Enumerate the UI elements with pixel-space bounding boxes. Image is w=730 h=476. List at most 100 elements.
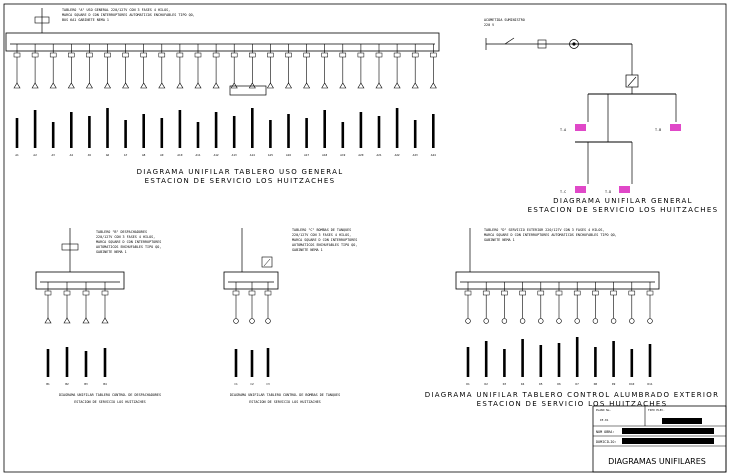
load-symbol <box>393 82 401 89</box>
lamp-icon <box>465 318 471 324</box>
load-bar <box>106 108 109 148</box>
load-bar <box>539 345 543 377</box>
load-bar <box>142 114 145 148</box>
panel-a-enclosure <box>5 32 440 52</box>
circuit-label: A7 <box>124 153 128 157</box>
note-line-5: GABINETE NEMA 1 <box>96 250 127 254</box>
obra-label: NOM OBRA: <box>596 430 614 434</box>
load-bar <box>88 116 91 148</box>
load-bar <box>250 350 254 377</box>
despachadores-diagram: TABLERO "B" DESPACHADORES 220/127V CON 3… <box>35 228 161 404</box>
supply-label: ACOMETIDA SUMINISTRO <box>484 18 525 22</box>
breaker-box <box>61 243 79 251</box>
note-line-1: TABLERO "D" SERVICIO EXTERIOR 220/127V C… <box>484 228 604 232</box>
plano-label: PLANO No. <box>596 408 611 412</box>
load-bar <box>359 112 363 148</box>
load-bar <box>178 110 182 148</box>
tablero-b-notes: TABLERO "B" DESPACHADORES 220/127V CON 3… <box>96 230 161 254</box>
circuit-label: A18 <box>322 153 327 157</box>
note-line-3: MARCA SQUARE D CON INTERRUPTORES <box>292 238 357 242</box>
fuse-block <box>537 39 547 49</box>
note-line-4: AUTOMATICOS ENCHUFABLES TIPO QO, <box>96 245 161 249</box>
supply-voltage: 220 V <box>484 23 494 27</box>
load-symbol <box>140 82 148 89</box>
alumbrado-diagram: TABLERO "D" SERVICIO EXTERIOR 220/127V C… <box>425 228 720 408</box>
tablero-tb: T.B <box>655 124 681 132</box>
circuit-label: D8 <box>594 382 598 386</box>
circuit-label: A13 <box>232 153 237 157</box>
domicilio-redaction <box>622 438 714 444</box>
load-symbol <box>411 82 419 89</box>
alumbrado-subtitle: ESTACION DE SERVICIO LOS HUITZACHES <box>477 400 668 408</box>
load-bar <box>413 120 417 148</box>
tablero-ta: T.A <box>560 124 586 132</box>
circuit-label: A12 <box>214 153 219 157</box>
alumbrado-title: DIAGRAMA UNIFILAR TABLERO CONTROL ALUMBR… <box>425 391 720 399</box>
note-line-4: AUTOMATICOS ENCHUFABLES TIPO QO, <box>292 243 357 247</box>
load-bar <box>521 339 524 377</box>
circuit-label: D9 <box>612 382 616 386</box>
circuit-label: A3 <box>52 153 56 157</box>
panel-b-branch-circuits <box>44 282 109 324</box>
lamp-icon <box>647 318 653 324</box>
circuit-label: A5 <box>88 153 92 157</box>
unifilar-general-subtitle: ESTACION DE SERVICIO LOS HUITZACHES <box>528 206 719 214</box>
load-bar <box>377 116 381 148</box>
load-bar <box>234 349 238 377</box>
tablero-ta-label: T.A <box>560 128 566 132</box>
note-line-2: 220/127V CON 3 FASES 4 HILOS, <box>292 233 351 237</box>
lamp-icon <box>592 318 599 324</box>
circuit-label: D10 <box>629 382 634 386</box>
circuit-label: A22 <box>395 153 400 157</box>
load-symbol <box>158 82 166 89</box>
load-bar <box>341 122 345 148</box>
circuit-label: A2 <box>33 153 37 157</box>
lamp-icon <box>519 318 526 324</box>
load-bar <box>630 349 634 377</box>
load-bar <box>196 122 200 148</box>
circuit-label: A1 <box>15 153 19 157</box>
circuit-label: A17 <box>304 153 309 157</box>
load-symbol <box>13 82 21 89</box>
circuit-label: A8 <box>142 153 146 157</box>
load-symbol <box>63 317 71 324</box>
circuit-label: D6 <box>557 382 561 386</box>
lamp-icon <box>233 318 239 324</box>
circuit-label: A24 <box>431 153 436 157</box>
load-symbol <box>67 82 75 89</box>
circuit-label: A23 <box>413 153 418 157</box>
circuit-label: D11 <box>647 382 652 386</box>
load-bar <box>214 112 218 148</box>
lamp-icon <box>265 318 271 324</box>
load-bar <box>46 349 50 377</box>
tablero-c-notes: TABLERO "C" BOMBAS DE TANQUES 220/127V C… <box>292 228 357 252</box>
lamp-icon <box>574 318 580 324</box>
unifilar-general-title: DIAGRAMA UNIFILAR GENERAL <box>553 197 693 205</box>
tablero-general-subtitle: ESTACION DE SERVICIO LOS HUITZACHES <box>145 177 336 185</box>
note-line-1: TABLERO "C" BOMBAS DE TANQUES <box>292 228 351 232</box>
load-bar <box>503 349 506 377</box>
feeder-breaker-box <box>34 16 50 24</box>
circuit-label: C2 <box>250 382 254 386</box>
load-bar <box>323 110 326 148</box>
note-line-2: MARCA SQUARE D CON INTERRUPTORES AUTOMAT… <box>484 233 617 237</box>
load-symbol <box>339 82 347 89</box>
circuit-label: A11 <box>195 153 200 157</box>
tablero-tc: T.C <box>560 186 586 194</box>
load-symbol <box>303 82 311 89</box>
circuit-label: D7 <box>576 382 580 386</box>
circuit-label: D3 <box>503 382 507 386</box>
circuit-label: A20 <box>358 153 363 157</box>
lamp-icon <box>629 318 635 324</box>
tablero-a-notes: TABLERO "A" USO GENERAL 220/127V CON 3 F… <box>62 8 195 22</box>
panel-a-branch-circuits <box>13 44 437 89</box>
load-bar <box>466 347 470 377</box>
circuit-label: A19 <box>340 153 345 157</box>
domicilio-label: DOMICILIO: <box>596 440 616 444</box>
circuit-label: B2 <box>65 382 69 386</box>
note-line-5: GABINETE NEMA 1 <box>292 248 323 252</box>
panel-d-load-bars <box>466 337 652 377</box>
